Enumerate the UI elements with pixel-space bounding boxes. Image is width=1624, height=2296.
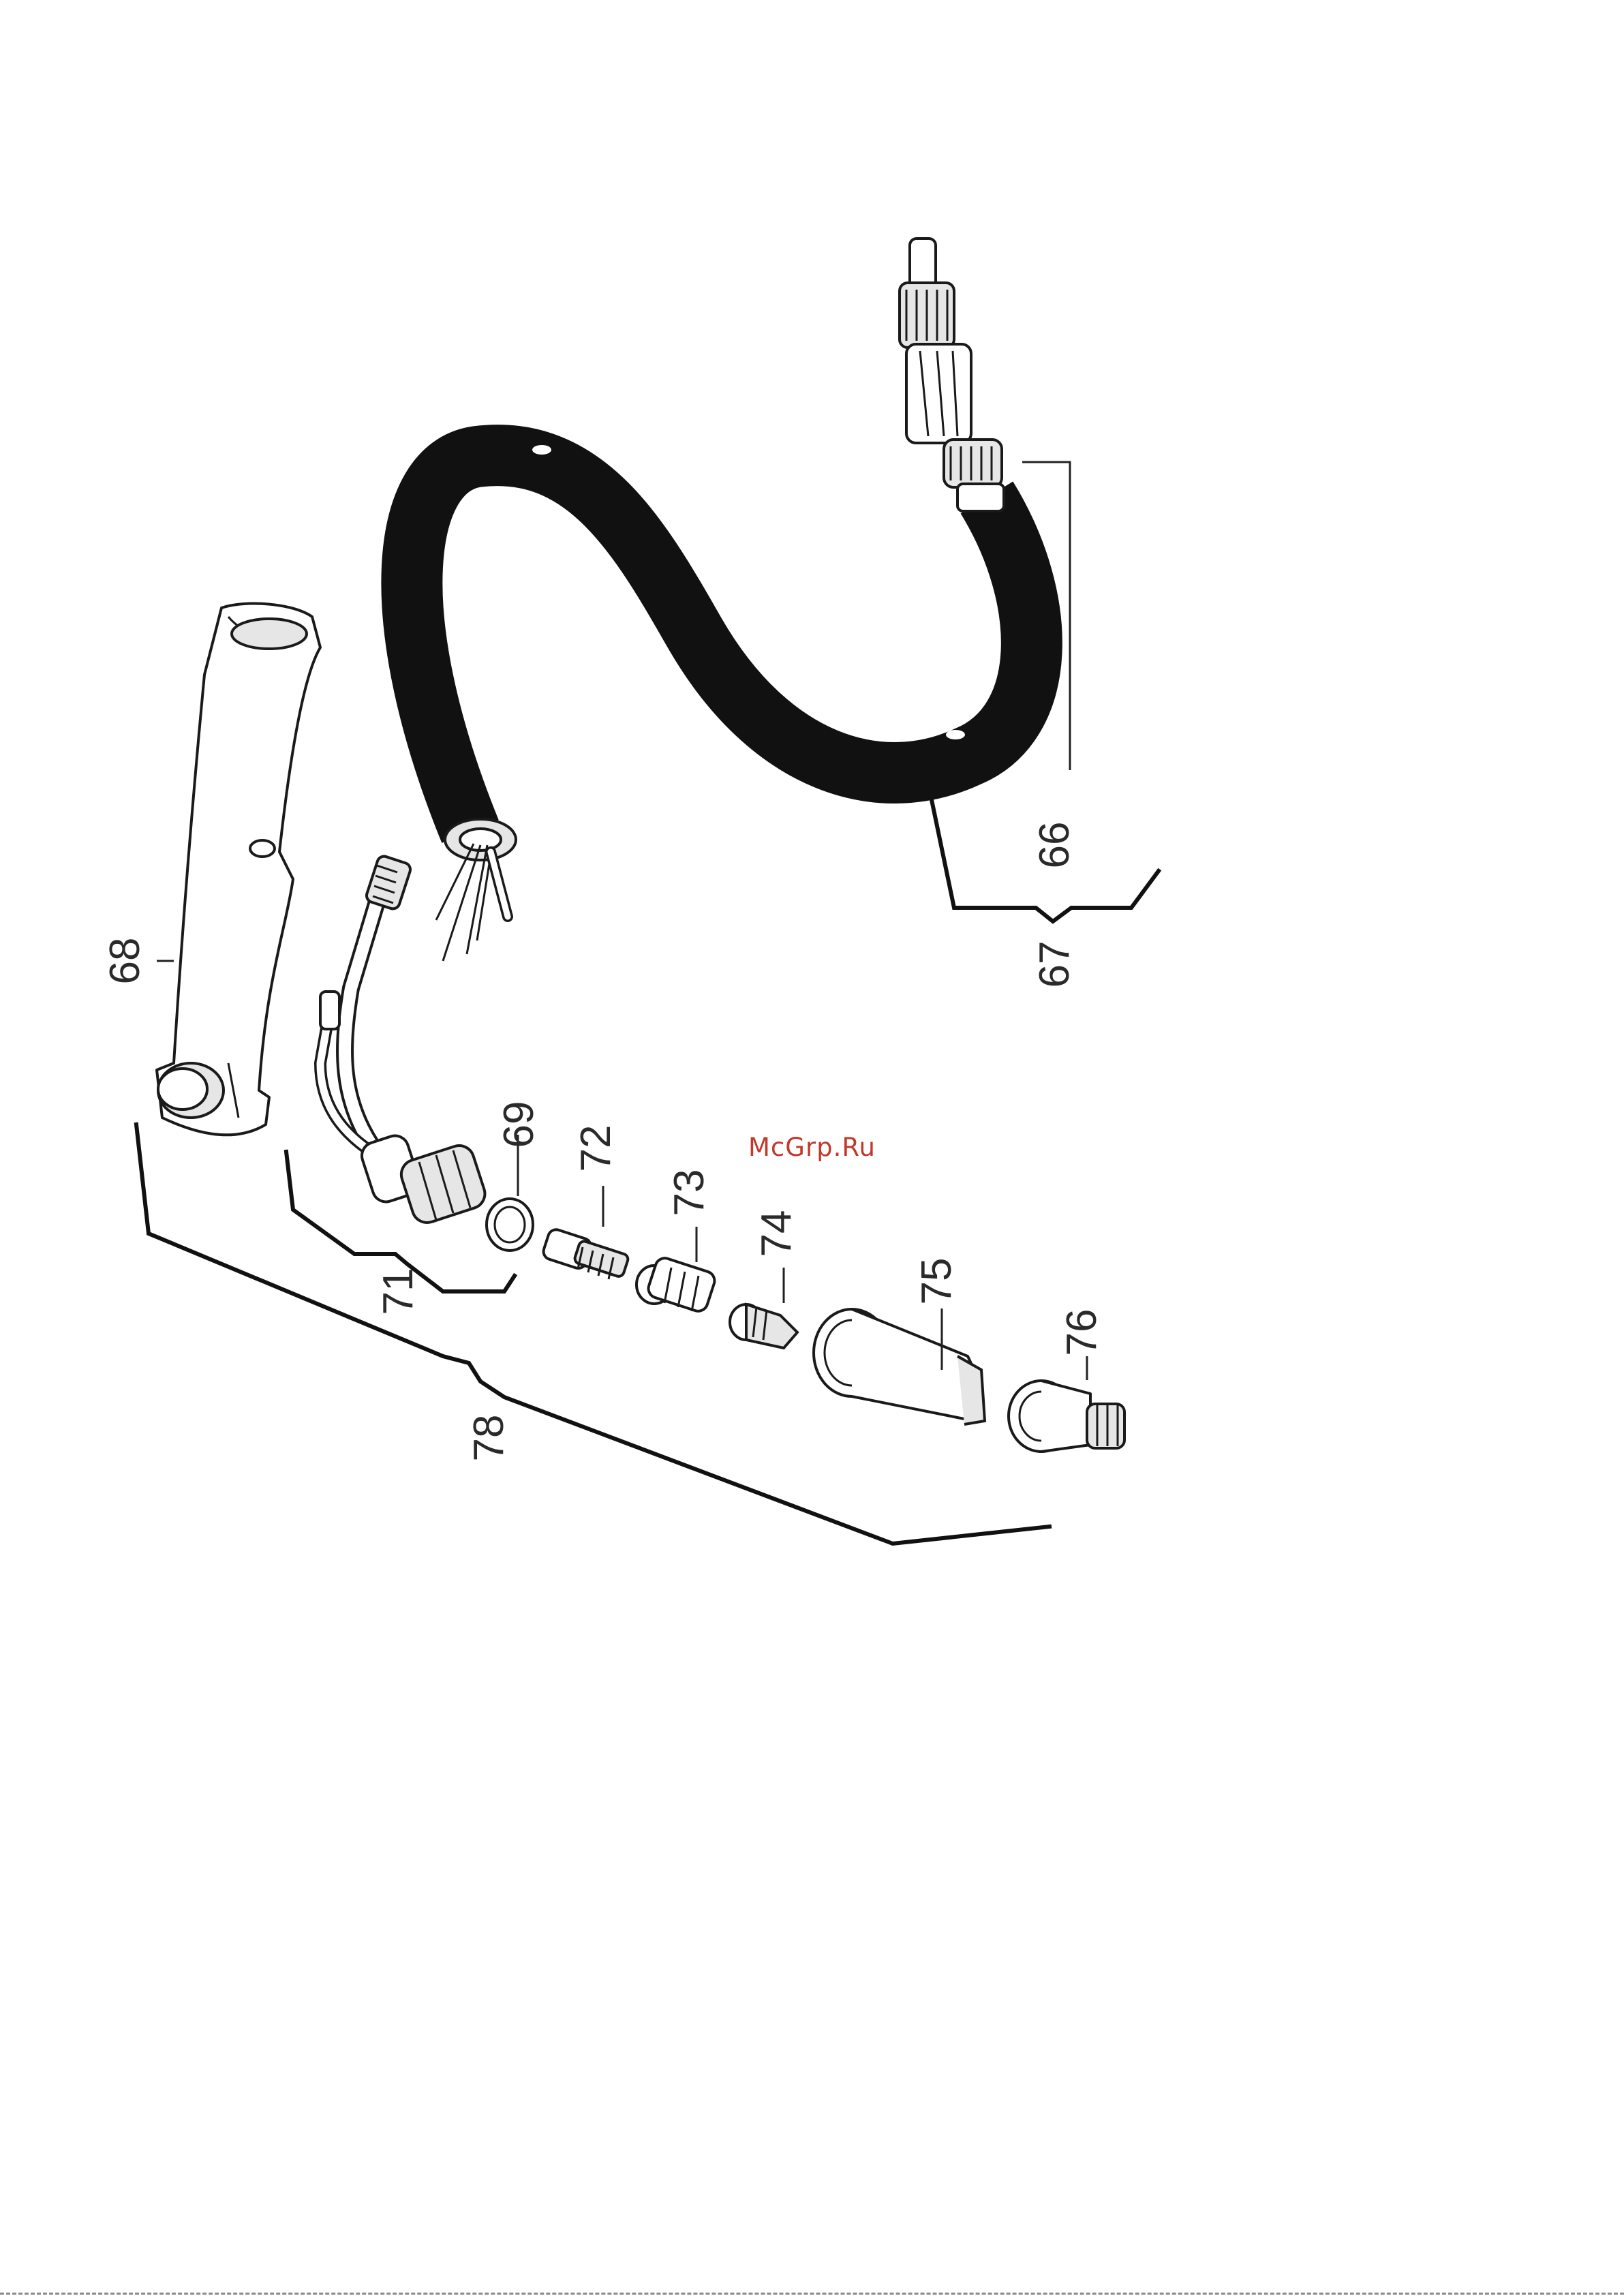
contact-tip [730,1304,797,1348]
label-71: 71 [375,1268,422,1315]
label-78: 78 [465,1415,512,1462]
hose-end-wires [436,819,516,961]
label-73: 73 [666,1169,713,1216]
gas-nozzle [814,1309,985,1424]
label-67: 67 [1031,941,1078,988]
gas-diffuser [541,1227,629,1279]
label-66: 66 [1031,822,1078,869]
nozzle-end [1009,1381,1124,1452]
page-edge-divider [0,2293,1624,2295]
label-68: 68 [102,938,149,985]
label-69: 69 [495,1101,542,1148]
euro-connector [900,239,1004,511]
label-72: 72 [572,1125,619,1172]
label-74: 74 [753,1210,800,1257]
label-76: 76 [1058,1309,1105,1356]
label-75: 75 [913,1258,960,1305]
watermark: McGrp.Ru [748,1133,876,1162]
swan-neck-assembly [320,855,489,1227]
torch-handle [157,604,320,1135]
tip-adapter [637,1256,717,1314]
cable-hose [412,445,1031,831]
